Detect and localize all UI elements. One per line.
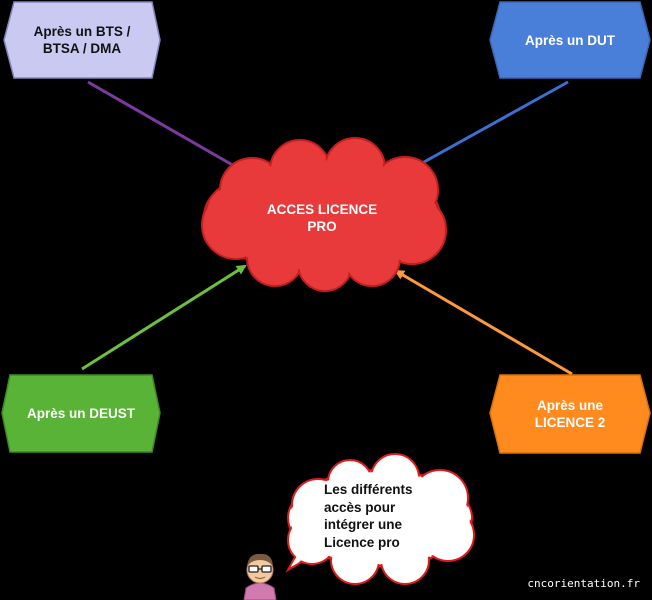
node-deust — [1, 374, 161, 453]
node-bts — [3, 1, 161, 79]
person-avatar — [243, 553, 277, 600]
watermark: cncorientation.fr — [527, 577, 640, 590]
arrow-bts — [87, 80, 245, 173]
arrow-licence2 — [394, 269, 573, 376]
center-label: ACCES LICENCE PRO — [266, 202, 378, 234]
node-dut — [489, 1, 651, 79]
node-licence2-label: Après une LICENCE 2 — [534, 398, 606, 430]
node-dut-label: Après un DUT — [524, 32, 615, 48]
node-licence2 — [489, 374, 651, 454]
arrow-deust — [81, 264, 247, 371]
center-cloud-fill — [204, 140, 444, 289]
node-bts-label: Après un BTS / BTSA / DMA — [33, 24, 131, 56]
speech-bubble-fill — [290, 456, 472, 582]
speech-text: Les différents accès pour intégrer une L… — [324, 482, 413, 550]
arrow-dut — [404, 80, 569, 174]
node-deust-label: Après un DEUST — [26, 406, 135, 421]
